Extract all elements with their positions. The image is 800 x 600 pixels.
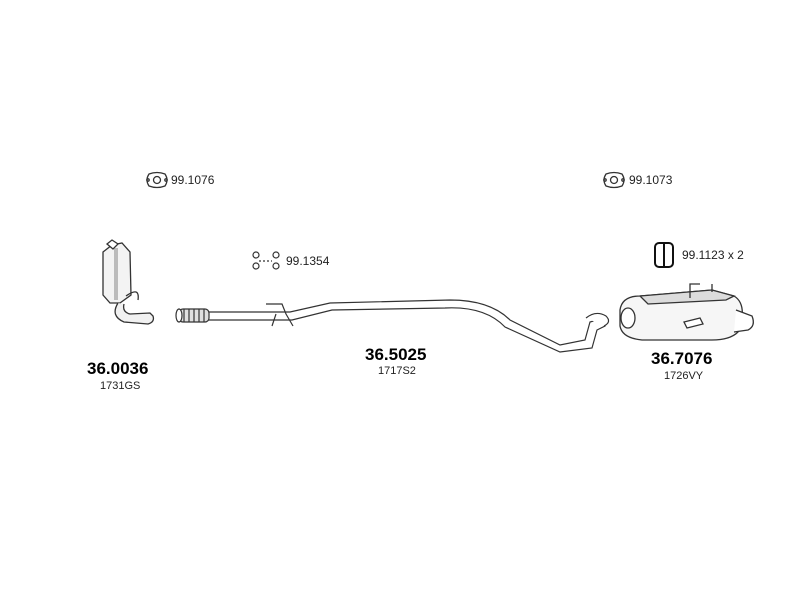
gasket-ref-label: 99.1076 [171, 173, 215, 187]
part-code: 1731GS [100, 380, 141, 392]
part-number: 36.7076 [651, 349, 713, 368]
gasket-icon [146, 171, 168, 189]
clamp-ref-label: 99.1354 [286, 254, 330, 268]
part-code: 1717S2 [378, 365, 416, 377]
part-number: 36.0036 [87, 359, 149, 378]
gasket-ref-label: 99.1073 [629, 173, 673, 187]
clamp-icon [252, 251, 280, 270]
middle-pipe-icon [175, 299, 610, 353]
rubber-hanger-icon [654, 242, 674, 268]
catalytic-converter-icon [102, 239, 155, 325]
rear-silencer-icon [619, 283, 754, 341]
part-code: 1726VY [664, 370, 704, 382]
part-number: 36.5025 [365, 345, 427, 364]
hanger-ref-label: 99.1123 x 2 [682, 248, 744, 262]
gasket-icon [603, 171, 625, 189]
